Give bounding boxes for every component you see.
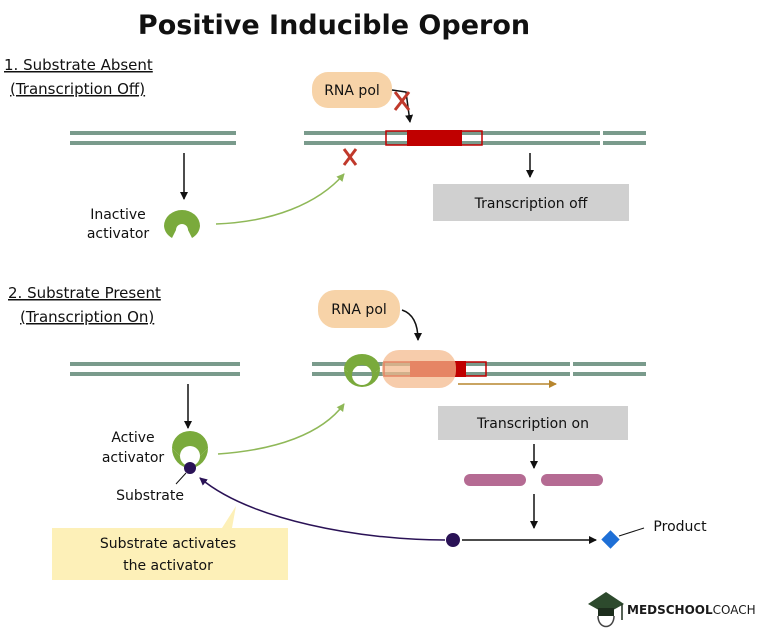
activator-label-line2: activator xyxy=(102,450,165,466)
regulator-dna-2 xyxy=(70,362,240,376)
mrna-icon xyxy=(464,474,603,486)
product-pointer xyxy=(618,527,645,537)
red-x-icon xyxy=(342,148,358,166)
operon-dna-1 xyxy=(304,129,646,147)
callout-line2: the activator xyxy=(123,558,213,574)
substrate-label: Substrate xyxy=(116,488,184,504)
product-label: Product xyxy=(653,519,707,535)
bound-substrate-icon xyxy=(184,462,196,474)
rna-pol-bubble-1: RNA pol xyxy=(312,72,392,108)
section2-heading: 2. Substrate Present xyxy=(8,284,161,302)
rna-pol-label-1: RNA pol xyxy=(324,83,380,99)
product-icon xyxy=(601,530,620,549)
status-box-off: Transcription off xyxy=(433,184,629,221)
section2-subheading: (Transcription On) xyxy=(20,308,154,326)
substrate-pointer xyxy=(175,472,187,485)
activator-label-line1: Active xyxy=(111,430,154,446)
rna-pol-arrow-2 xyxy=(401,309,422,341)
section1-heading: 1. Substrate Absent xyxy=(4,56,153,74)
substrate-feedback-arrow xyxy=(199,477,446,541)
section1-subheading: (Transcription Off) xyxy=(10,80,145,98)
status-text-on: Transcription on xyxy=(476,416,589,432)
brand-name: MEDSCHOOLCOACH xyxy=(627,603,756,617)
page-title: Positive Inducible Operon xyxy=(138,10,530,41)
callout-box: Substrate activates the activator xyxy=(52,506,288,580)
active-activator-icon xyxy=(172,431,208,474)
activator-binding-arrow-1 xyxy=(215,173,345,225)
logo: MEDSCHOOLCOACH xyxy=(588,592,756,628)
activator-label-line1: Inactive xyxy=(90,207,146,223)
substrate-icon xyxy=(446,533,460,547)
bound-activator-icon xyxy=(344,354,380,387)
rna-pol-label-2: RNA pol xyxy=(331,302,387,318)
activator-label-line2: activator xyxy=(87,226,150,242)
inactive-activator-icon xyxy=(164,210,200,238)
graduation-cap-icon xyxy=(588,592,624,628)
rna-pol-arrow-1 xyxy=(391,89,414,123)
rna-pol-bound-icon xyxy=(382,350,456,388)
status-box-on: Transcription on xyxy=(438,406,628,440)
callout-line1: Substrate activates xyxy=(100,536,236,552)
rna-pol-bubble-2: RNA pol xyxy=(318,290,400,328)
status-text-off: Transcription off xyxy=(474,196,588,212)
regulator-dna-1 xyxy=(70,131,236,145)
activator-binding-arrow-2 xyxy=(217,403,345,455)
red-x-icon xyxy=(393,91,411,111)
